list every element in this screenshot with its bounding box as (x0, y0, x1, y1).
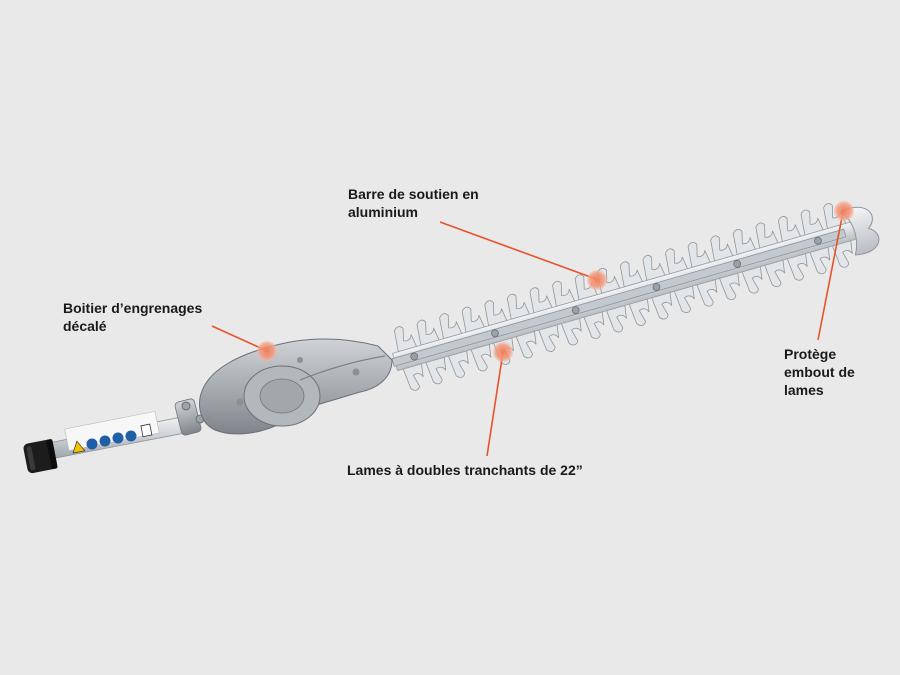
blade-tooth (800, 209, 824, 236)
blade-tooth (651, 291, 673, 320)
marker-blades (493, 342, 513, 362)
blade-tooth (583, 311, 605, 339)
blade-tooth (447, 350, 469, 378)
blade-tooth (439, 313, 463, 340)
callout-label-blades: Lames à doubles tranchants de 22” (347, 461, 583, 479)
bar-bolt (571, 306, 580, 315)
housing-screw (236, 398, 244, 406)
blade-tooth (606, 304, 627, 333)
blade-assembly (391, 203, 880, 391)
safety-glasses-icon (86, 438, 98, 450)
bar-bolt (410, 352, 419, 361)
blade-tooth (696, 279, 718, 307)
leader-support-bar (439, 221, 597, 280)
blade-tooth (484, 300, 508, 327)
drive-shaft (37, 411, 191, 462)
shaft-collar (174, 398, 205, 436)
blade-tooth (718, 272, 740, 301)
marker-gearbox (257, 341, 277, 361)
blade-tooth (552, 280, 576, 307)
blade-teeth-lower (402, 240, 853, 391)
callout-lines (211, 211, 844, 457)
blade-tooth (687, 241, 711, 268)
marker-support-bar (587, 270, 607, 290)
callout-text-line: Lames à doubles tranchants de 22” (347, 462, 583, 478)
blade-tooth (710, 235, 734, 262)
blade-tooth (665, 248, 689, 275)
blade-tooth (506, 293, 531, 320)
gearbox-hub (259, 378, 305, 414)
shaft-end-cap (23, 439, 58, 474)
housing-screw (205, 415, 211, 421)
blade-tooth (619, 261, 644, 288)
leader-gearbox (211, 325, 266, 351)
callout-text-line: Barre de soutien en (348, 186, 479, 202)
blade-tooth (560, 317, 582, 346)
gloves-icon (112, 432, 124, 444)
blade-tip-guard (839, 206, 880, 256)
callout-text-line: Boitier d’engrenages (63, 300, 203, 316)
callout-markers (257, 201, 854, 362)
blade-tooth (786, 253, 808, 281)
callout-text-line: aluminium (348, 204, 419, 220)
blade-tooth (732, 229, 756, 256)
collar-screw (181, 401, 191, 411)
blade-tooth (538, 324, 560, 352)
bar-bolt (733, 260, 742, 268)
callout-label-support-bar: Barre de soutien en aluminium (348, 185, 479, 221)
blade-tooth (831, 240, 853, 268)
blade-tooth (764, 259, 786, 288)
bar-bolt (652, 283, 661, 291)
blade-tooth (642, 254, 666, 281)
callout-text-line: Protège (784, 346, 837, 362)
blade-tooth (778, 216, 802, 243)
warning-triangle-icon (72, 440, 86, 454)
offset-gearbox-housing (199, 338, 393, 435)
housing-screw (297, 357, 303, 363)
blade-tooth (809, 246, 831, 275)
blade-tooth (529, 287, 553, 314)
manual-icon (140, 423, 153, 438)
blade-tooth (416, 319, 440, 346)
callout-label-tip-guard: Protège embout de lames (784, 345, 855, 399)
leader-tip-guard (817, 211, 844, 341)
callout-text-line: lames (784, 382, 824, 398)
blade-tooth (470, 343, 492, 372)
bar-bolt (814, 236, 822, 245)
ear-protection-icon (99, 435, 111, 447)
blade-tooth (515, 330, 537, 359)
callout-text-line: embout de (784, 364, 855, 380)
blade-tooth (741, 266, 763, 294)
blade-tooth (394, 326, 418, 353)
blade-tooth (673, 285, 695, 314)
boots-icon (125, 430, 137, 442)
support-bar-bolts (410, 236, 822, 361)
blade-tooth (755, 222, 779, 249)
aluminium-support-bar (391, 228, 847, 367)
bar-bolt (491, 329, 499, 338)
blade-tooth (425, 356, 447, 385)
callout-label-gearbox: Boitier d’engrenages décalé (63, 299, 202, 335)
housing-screw (352, 368, 360, 376)
blade-tooth (628, 298, 650, 326)
marker-tip-guard (834, 201, 854, 221)
blade-tooth (461, 306, 485, 333)
blade-tooth (402, 363, 424, 391)
callout-text-line: décalé (63, 318, 107, 334)
leader-blades (486, 351, 504, 457)
